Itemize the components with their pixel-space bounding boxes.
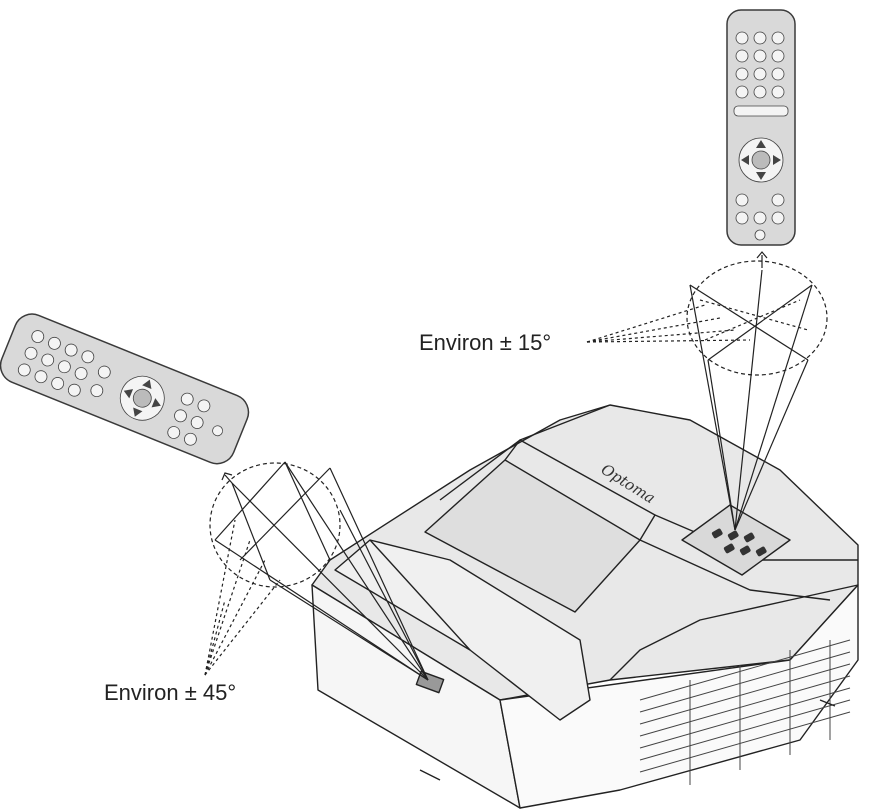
projector-icon <box>311 404 859 809</box>
front-angle-label: Environ ± 45° <box>104 680 237 705</box>
remote-control-icon <box>0 313 250 465</box>
front-ir-cone <box>204 461 429 681</box>
top-angle-label: Environ ± 15° <box>419 330 552 355</box>
remote-control-icon <box>726 9 796 246</box>
top-ir-cone <box>586 251 828 531</box>
